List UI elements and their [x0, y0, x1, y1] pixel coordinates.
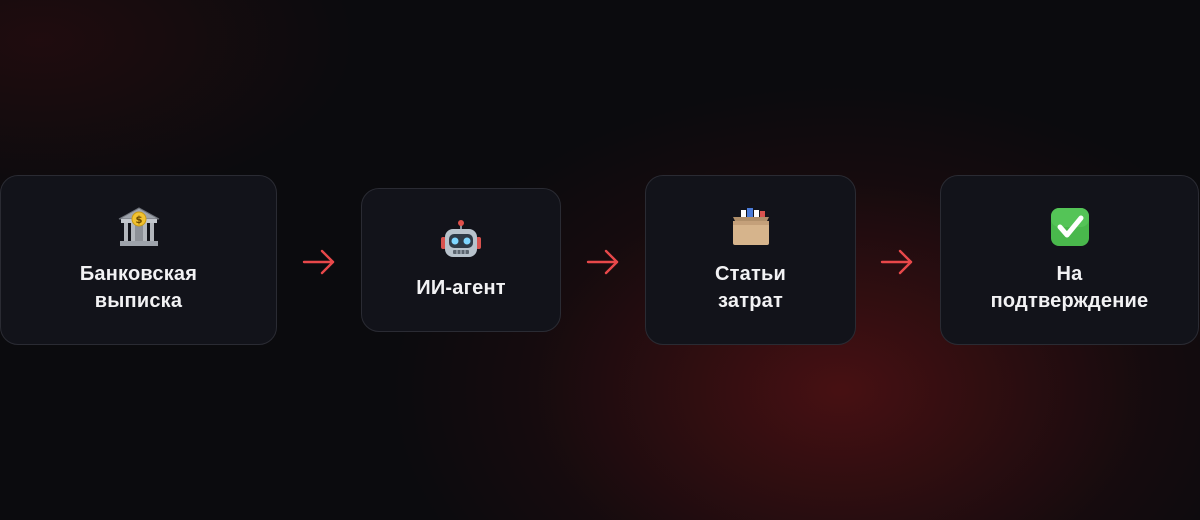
robot-icon: [441, 219, 481, 257]
step-label-for-approval: На подтверждение: [990, 263, 1149, 312]
arrow-right-icon: [586, 249, 619, 275]
step-label-ai-agent: ИИ-агент: [416, 276, 506, 299]
check-mark-button-icon: [1050, 208, 1089, 246]
step-card-bank-statement: $ Банковская выписка: [0, 175, 277, 345]
step-label-bank-statement: Банковская выписка: [79, 263, 198, 312]
bank-icon: $: [118, 207, 159, 246]
step-card-ai-agent: ИИ-агент: [361, 188, 561, 332]
step-card-for-approval: На подтверждение: [940, 175, 1199, 345]
card-file-box-icon: [732, 208, 769, 245]
step-card-expense-items: Статьи затрат: [645, 175, 856, 345]
step-label-expense-items: Статьи затрат: [715, 263, 786, 312]
svg-text:$: $: [135, 215, 142, 226]
arrow-right-icon: [302, 249, 335, 275]
arrow-right-icon: [880, 249, 913, 275]
